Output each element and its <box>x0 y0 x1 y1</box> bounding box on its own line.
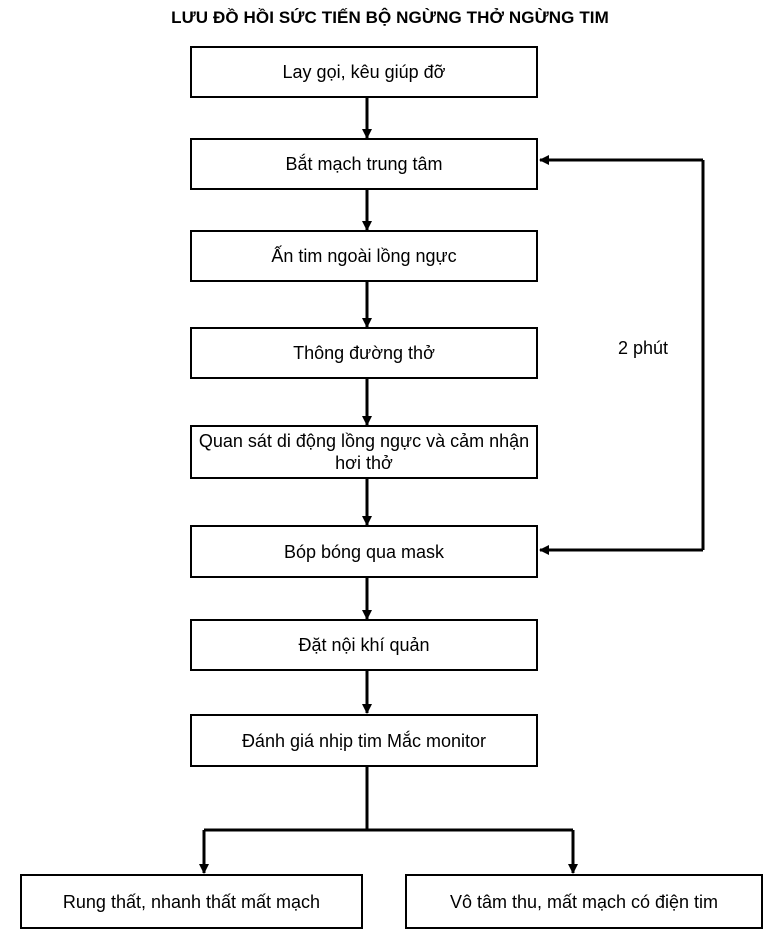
step-intubation: Đặt nội khí quản <box>190 619 538 671</box>
diagram-title: LƯU ĐỒ HỒI SỨC TIẾN BỘ NGỪNG THỞ NGỪNG T… <box>171 8 609 27</box>
step-observe-breathing: Quan sát di động lồng ngực và cảm nhận h… <box>190 425 538 479</box>
step-label: Ấn tim ngoài lồng ngực <box>271 246 457 266</box>
step-label: Quan sát di động lồng ngực và cảm nhận h… <box>198 431 530 473</box>
step-bag-mask: Bóp bóng qua mask <box>190 525 538 578</box>
step-open-airway: Thông đường thở <box>190 327 538 379</box>
branch-label: Rung thất, nhanh thất mất mạch <box>62 891 321 912</box>
branch-vf-vt: Rung thất, nhanh thất mất mạch <box>20 874 363 929</box>
step-label: Đặt nội khí quản <box>298 635 430 655</box>
step-label: Thông đường thở <box>293 343 435 363</box>
step-label: Lay gọi, kêu giúp đỡ <box>282 62 446 82</box>
step-chest-compression: Ấn tim ngoài lồng ngực <box>190 230 538 282</box>
step-call-for-help: Lay gọi, kêu giúp đỡ <box>190 46 538 98</box>
loop-time-label: 2 phút <box>618 338 669 358</box>
branch-asystole-pea: Vô tâm thu, mất mạch có điện tim <box>405 874 763 929</box>
step-check-pulse: Bắt mạch trung tâm <box>190 138 538 190</box>
branch-label: Vô tâm thu, mất mạch có điện tim <box>449 891 719 912</box>
step-label: Bắt mạch trung tâm <box>285 154 443 174</box>
step-label: Bóp bóng qua mask <box>283 541 445 562</box>
step-assess-rhythm: Đánh giá nhịp tim Mắc monitor <box>190 714 538 767</box>
step-label: Đánh giá nhịp tim Mắc monitor <box>241 730 487 751</box>
